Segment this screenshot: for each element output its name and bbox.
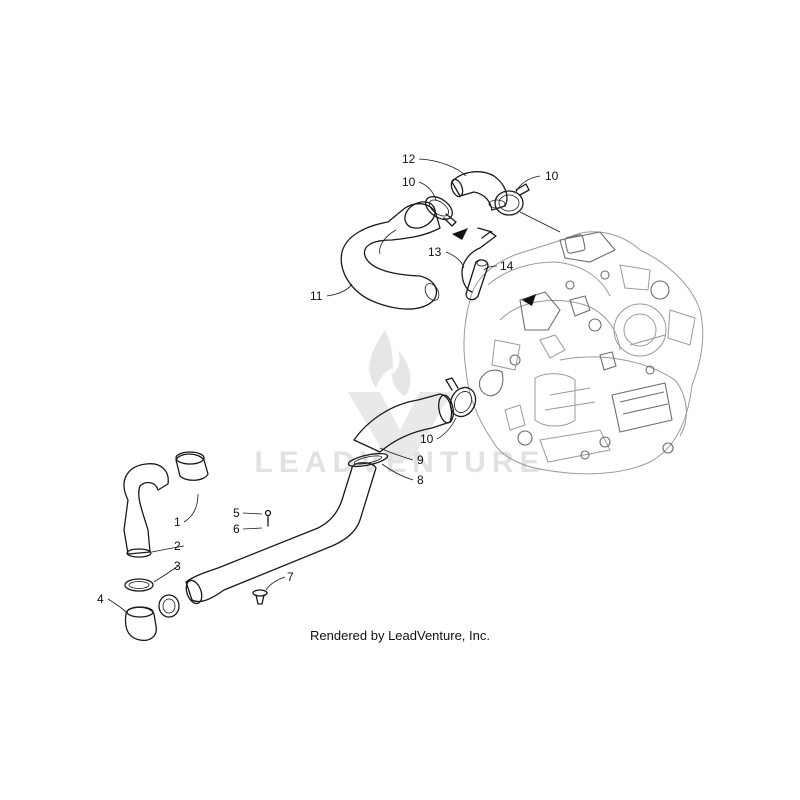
part-12-elbow-boot (450, 171, 508, 211)
callout-10-lower: 10 (420, 432, 434, 446)
part-3-clamp (124, 578, 154, 592)
part-4-elbow-boot (124, 606, 157, 642)
part-13-bracket (461, 227, 497, 293)
callout-5: 5 (233, 506, 240, 520)
callout-11: 11 (310, 289, 323, 303)
callout-8: 8 (417, 473, 424, 487)
engine-assembly (463, 231, 704, 475)
callout-7: 7 (287, 570, 294, 584)
direction-arrow-engine (522, 294, 536, 306)
part-3-clamp-lower (158, 594, 180, 618)
part-14-vent-hose (465, 259, 489, 301)
callout-13: 13 (428, 245, 442, 259)
part-10-clamp-upper-right (494, 183, 530, 216)
part-11-intake-duct (340, 201, 441, 310)
callout-10-upper-right: 10 (545, 169, 559, 183)
render-credit: Rendered by LeadVenture, Inc. (310, 628, 490, 643)
part-5-screw (264, 509, 272, 527)
part-10-clamp-upper-left (425, 196, 457, 227)
callout-14: 14 (500, 259, 514, 273)
callout-10-upper-left: 10 (402, 175, 416, 189)
part-7-push-fastener (252, 589, 268, 605)
part-1-elbow-duct (123, 463, 169, 558)
callout-2: 2 (174, 539, 181, 553)
part-6-long-tube (185, 462, 377, 605)
part-9-intake-duct (353, 393, 454, 453)
part-10-clamp-lower (445, 377, 477, 418)
callout-6: 6 (233, 522, 240, 536)
callout-9: 9 (417, 453, 424, 467)
watermark-v-icon (348, 392, 452, 460)
callout-4: 4 (97, 592, 104, 606)
leader-lines (107, 158, 561, 613)
callout-1: 1 (174, 515, 181, 529)
watermark-flame-icon (369, 330, 411, 396)
callout-numbers: 12 10 10 13 14 11 10 9 8 5 6 7 1 2 3 4 (97, 152, 559, 606)
watermark-brand-text: LEADVENTURE (254, 446, 545, 479)
callout-3: 3 (174, 559, 181, 573)
callout-12: 12 (402, 152, 416, 166)
direction-arrow-upper (452, 228, 468, 240)
part-boot-upper (175, 451, 209, 481)
